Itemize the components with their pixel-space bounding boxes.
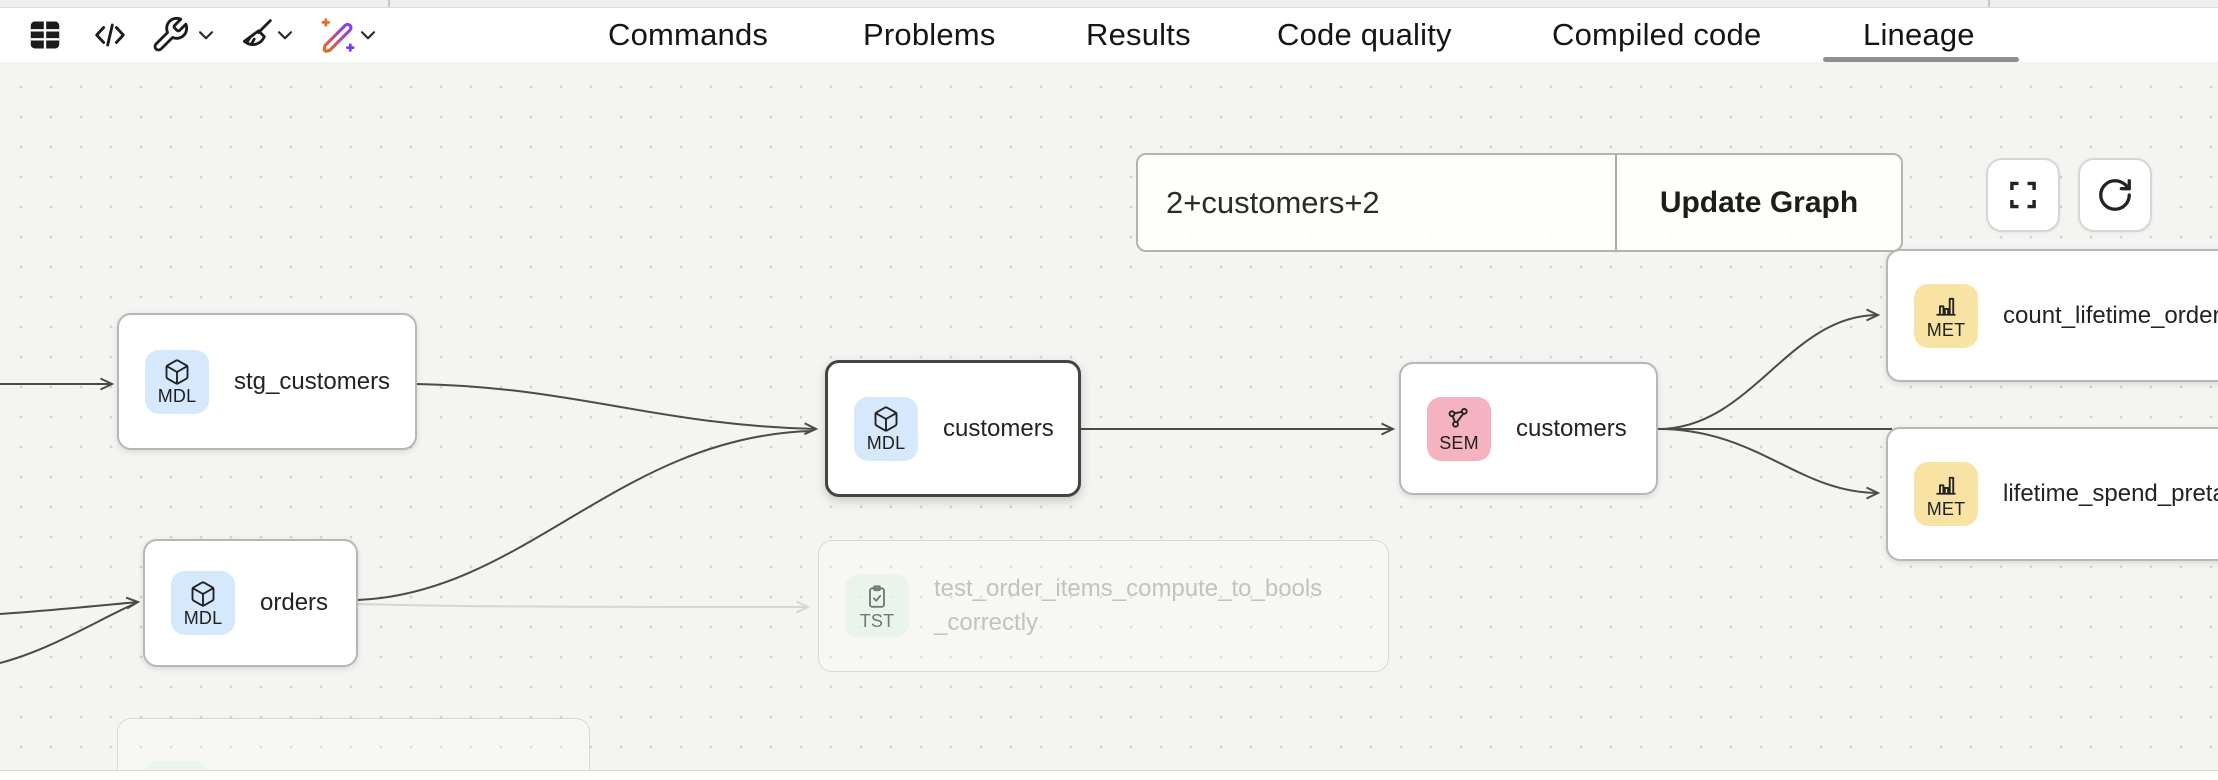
edge-offscreen-left-to-orders [0, 596, 141, 615]
cube-icon: MDL [145, 349, 209, 414]
metric-chart-icon: MET [1914, 283, 1978, 348]
semantic-model-icon: SEM [1427, 396, 1491, 461]
metric-chart-icon: MET [1914, 462, 1978, 526]
node-tst_bottom[interactable]: TST [117, 718, 590, 770]
test-clipboard-icon: TST [845, 574, 909, 638]
cube-icon: MDL [854, 396, 918, 461]
badge-kind-label: MDL [866, 433, 906, 453]
tab-lineage[interactable]: Lineage [1823, 8, 2019, 62]
refresh-icon [2099, 179, 2131, 211]
pane-divider [0, 0, 2218, 8]
node-customers_sem[interactable]: SEM customers [1399, 362, 1658, 495]
tab-results[interactable]: Results [1086, 17, 1191, 52]
broom-icon[interactable] [236, 15, 276, 55]
node-stg_customers[interactable]: MDL stg_customers [117, 313, 417, 450]
fullscreen-button[interactable] [1986, 158, 2060, 232]
tab-code-quality[interactable]: Code quality [1277, 17, 1452, 52]
bottom-panel-edge [0, 770, 2218, 780]
node-label: orders [260, 589, 329, 617]
badge-kind-label: MDL [183, 607, 223, 628]
fullscreen-icon [2010, 181, 2036, 209]
node-label: test_order_items_compute_to_bools_correc… [934, 575, 1323, 636]
node-label: lifetime_spend_preta [2003, 480, 2218, 508]
node-customers_mdl[interactable]: MDL customers [825, 360, 1081, 497]
edge-orders-to-customers_mdl [357, 430, 813, 601]
badge-kind-label: MET [1926, 498, 1966, 519]
edge-orders-to-tst_bools [357, 600, 811, 614]
lineage-filter-input[interactable] [1138, 155, 1617, 250]
cube-icon: MDL [171, 571, 235, 635]
refresh-button[interactable] [2078, 158, 2152, 232]
graph-controls: Update Graph [1136, 153, 1903, 252]
tab-compiled-code[interactable]: Compiled code [1552, 17, 1762, 52]
node-label: stg_customers [234, 367, 391, 395]
code-icon[interactable] [90, 15, 130, 55]
edge-customers_sem-to-met_spend [1657, 428, 1881, 500]
badge-kind-label: TST [859, 610, 895, 631]
tab-commands[interactable]: Commands [608, 17, 769, 52]
badge-kind-label: MDL [157, 386, 197, 406]
lineage-canvas[interactable]: Update Graph MDLstg_customersMDLordersMD… [0, 62, 2218, 770]
wrench-icon[interactable] [150, 15, 190, 55]
tab-bar: Commands Problems Results Code quality Compi… [0, 8, 2218, 62]
tab-problems[interactable]: Problems [863, 17, 996, 52]
chevron-down-icon[interactable] [272, 22, 298, 48]
chevron-down-icon[interactable] [193, 22, 219, 48]
table-icon[interactable] [26, 16, 64, 54]
pane-divider-tick [388, 0, 390, 7]
magic-pencil-icon[interactable] [316, 14, 358, 56]
node-met_count[interactable]: MET count_lifetime_order [1886, 249, 2218, 382]
node-met_spend[interactable]: MET lifetime_spend_preta [1886, 427, 2218, 561]
edge-offscreen-left-2-to-orders [0, 603, 135, 664]
node-label: count_lifetime_order [2003, 301, 2218, 329]
badge-kind-label: MET [1926, 320, 1966, 340]
node-orders[interactable]: MDL orders [143, 539, 358, 667]
chevron-down-icon[interactable] [355, 22, 381, 48]
edge-layer [0, 308, 1892, 664]
update-graph-button[interactable]: Update Graph [1617, 155, 1901, 250]
pane-divider-tick [1988, 0, 1990, 7]
edge-stg_customers-to-customers_mdl [416, 383, 819, 436]
badge-kind-label: SEM [1439, 433, 1479, 453]
node-label: customers [943, 414, 1054, 442]
toolbar: Commands Problems Results Code quality Compi… [0, 8, 2218, 62]
node-tst_bools[interactable]: TST test_order_items_compute_to_bools_cor… [818, 540, 1389, 672]
test-clipboard-icon: TST [144, 761, 208, 770]
node-label: customers [1516, 414, 1627, 442]
edge-customers_sem-to-met_count [1657, 308, 1881, 430]
